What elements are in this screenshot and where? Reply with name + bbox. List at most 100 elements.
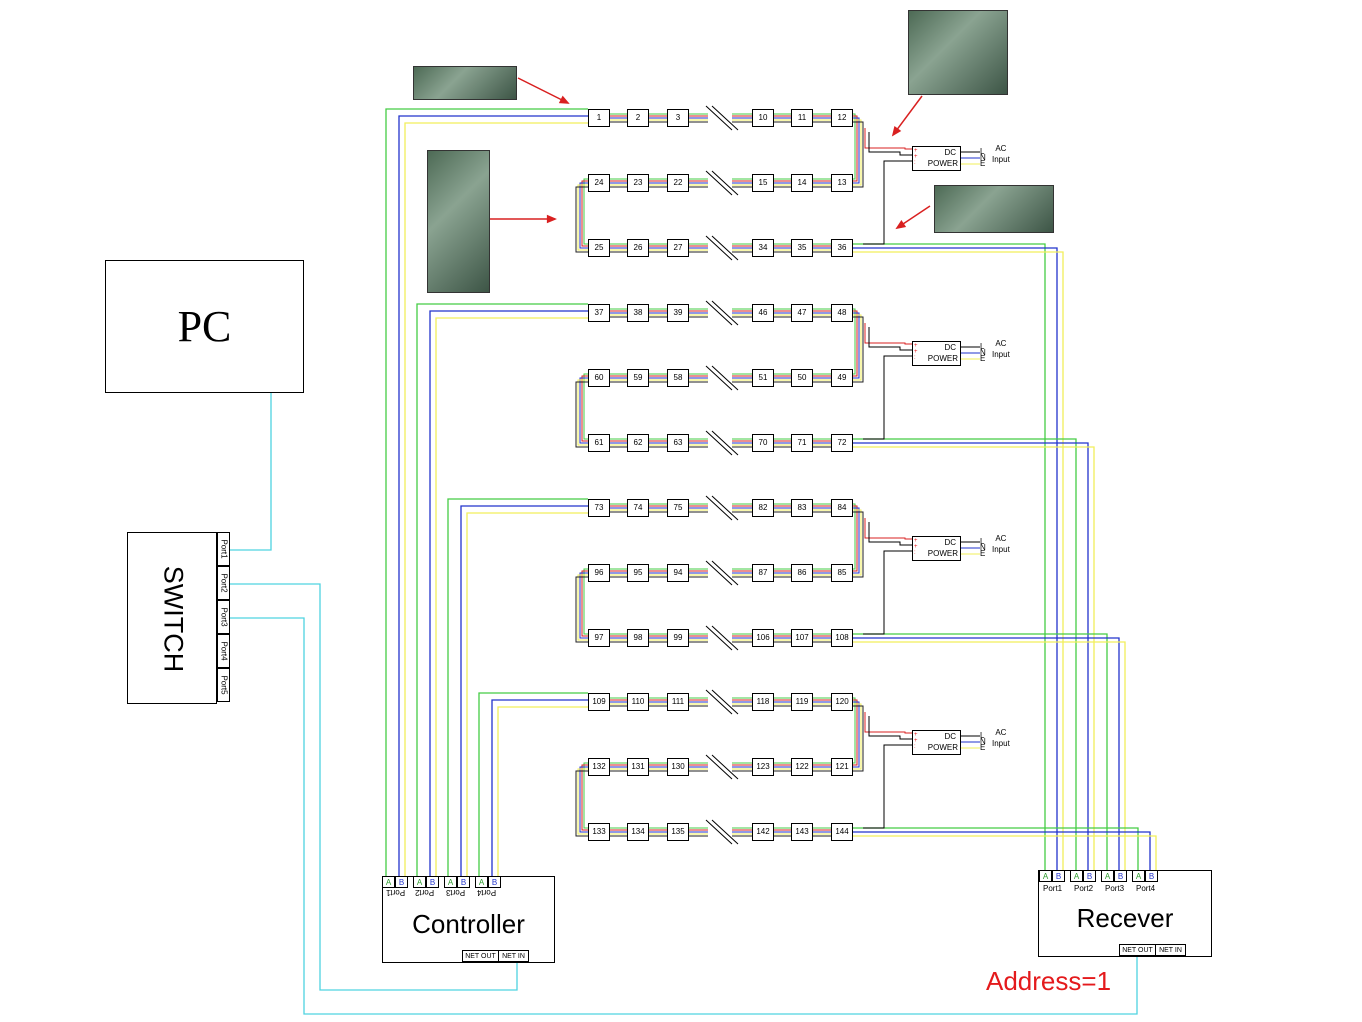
turn-left-g2-0 (583, 568, 588, 635)
turn-right-g0-3 (853, 119, 862, 186)
turn-left-g3-0 (583, 762, 588, 829)
pixel-node: 70 (752, 434, 774, 452)
arrow-photo-4-head (895, 219, 907, 230)
turn-left-g2-3 (577, 574, 588, 641)
ctrl-yellow-g0 (404, 122, 588, 876)
strip-break-g2-r2-2 (711, 625, 739, 651)
pixel-node: 75 (667, 499, 689, 517)
strip-break-g3-r0-2 (711, 689, 739, 715)
pc-box: PC (105, 260, 304, 393)
pixel-node: 119 (791, 693, 813, 711)
pixel-node: 144 (831, 823, 853, 841)
turn-left-g3-3 (577, 768, 588, 835)
psu-black2-g2 (863, 550, 912, 635)
pixel-node: 97 (588, 629, 610, 647)
controller-box: Controller (382, 876, 555, 963)
turn-right-g2-2 (853, 507, 860, 574)
turn-right-g3-0 (853, 697, 856, 764)
pixel-node: 121 (831, 758, 853, 776)
switch-ports: Port1 Port2 Port3 Port4 Port5 (217, 532, 230, 704)
pixel-node: 35 (791, 239, 813, 257)
pixel-node: 60 (588, 369, 610, 387)
pixel-node: 2 (627, 109, 649, 127)
controller-port3-label: Port3 (446, 888, 466, 897)
pixel-node: 142 (752, 823, 774, 841)
turn-left-g1-2 (579, 377, 588, 444)
switch-port-1: Port1 (217, 532, 230, 566)
strip-break-g0-r1-2 (711, 170, 739, 196)
turn-right-g0-4 (853, 121, 864, 188)
switch-port-4-label: Port4 (219, 641, 228, 661)
pixel-node: 58 (667, 369, 689, 387)
turn-right-g3-2 (853, 701, 860, 768)
ctrl-blue-g2 (460, 505, 588, 876)
rcv-green-g2 (853, 633, 1108, 870)
turn-right-g2-1 (853, 505, 858, 572)
strip-break-g0-r2-2 (711, 235, 739, 261)
controller-terminal: B (457, 876, 470, 888)
turn-left-g0-3 (577, 184, 588, 251)
pixel-node: 82 (752, 499, 774, 517)
connector-photo-2 (908, 10, 1008, 95)
turn-right-g0-2 (853, 117, 860, 184)
turn-left-g3-4 (575, 770, 588, 837)
psu-black2-g1 (863, 355, 912, 440)
ctrl-blue-g3 (491, 699, 588, 876)
psu-dc-label: DC (944, 343, 956, 352)
pixel-node: 106 (752, 629, 774, 647)
pixel-node: 134 (627, 823, 649, 841)
strip-break-g1-r2-2 (711, 430, 739, 456)
psu-black-g2 (868, 522, 912, 546)
pixel-node: 108 (831, 629, 853, 647)
switch-port-2-label: Port2 (219, 573, 228, 593)
turn-right-g1-3 (853, 314, 862, 381)
pixel-node: 15 (752, 174, 774, 192)
pixel-node: 83 (791, 499, 813, 517)
pixel-node: 22 (667, 174, 689, 192)
pixel-node: 62 (627, 434, 649, 452)
rcv-blue-g2 (853, 637, 1120, 870)
switch-port-2: Port2 (217, 566, 230, 600)
pixel-node: 122 (791, 758, 813, 776)
pixel-node: 107 (791, 629, 813, 647)
psu-terminals: + + : (914, 148, 918, 166)
connector-photo-4 (934, 185, 1054, 233)
pixel-node: 23 (627, 174, 649, 192)
pixel-node: 36 (831, 239, 853, 257)
psu-red-g3 (864, 712, 912, 734)
receiver-terminal: B (1052, 870, 1065, 882)
pixel-node: 34 (752, 239, 774, 257)
psu-power-label: POWER (927, 354, 958, 363)
psu-power-label: POWER (927, 159, 958, 168)
psu-lne-labels: L N E (980, 731, 986, 752)
pixel-node: 110 (627, 693, 649, 711)
pixel-node: 63 (667, 434, 689, 452)
pixel-node: 98 (627, 629, 649, 647)
arrow-photo-3-head (546, 214, 557, 224)
receiver-terminal: A (1101, 870, 1114, 882)
controller-terminal: A (475, 876, 488, 888)
controller-port1-label: Port1 (386, 888, 406, 897)
ctrl-green-g3 (478, 692, 588, 876)
strip-break-g0-r0-1 (705, 105, 733, 131)
pixel-node: 10 (752, 109, 774, 127)
psu-dc-label: DC (944, 148, 956, 157)
strip-break-g1-r1-1 (705, 365, 733, 391)
controller-terminal: A (444, 876, 457, 888)
ctrl-green-g2 (447, 498, 588, 876)
turn-left-g1-3 (577, 379, 588, 446)
switch-port-3-label: Port3 (219, 607, 228, 627)
psu-black-g3 (868, 716, 912, 740)
pixel-node: 3 (667, 109, 689, 127)
address-label: Address=1 (986, 966, 1112, 996)
psu-black2-g3 (863, 744, 912, 829)
pixel-node: 73 (588, 499, 610, 517)
receiver-terminal: B (1145, 870, 1158, 882)
ctrl-green-g1 (416, 303, 588, 876)
turn-left-g1-1 (581, 375, 588, 442)
pixel-node: 85 (831, 564, 853, 582)
pixel-node: 48 (831, 304, 853, 322)
pixel-node: 11 (791, 109, 813, 127)
